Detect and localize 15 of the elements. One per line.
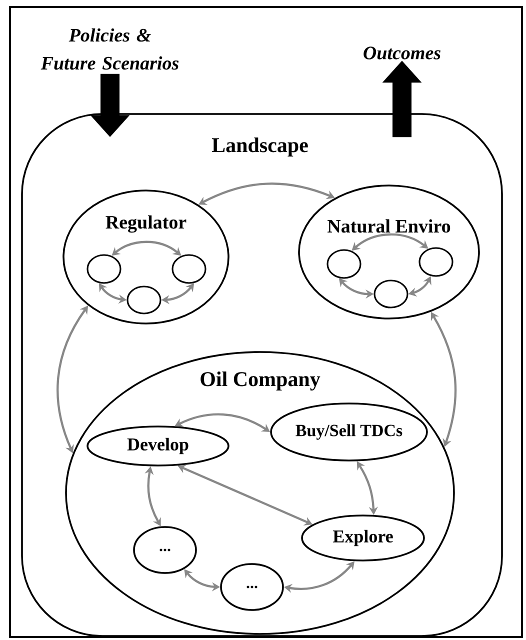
ellipse-node: ...	[133, 526, 197, 574]
ellipse-node: ...	[220, 563, 284, 611]
ellipse-node: Develop	[86, 426, 230, 466]
circle-node	[374, 280, 408, 308]
circle-node	[126, 286, 162, 314]
ellipse-node: Explore	[301, 514, 425, 562]
caption-text: Policies & Future Scenarios	[40, 28, 179, 70]
circle-node	[326, 249, 362, 279]
circle-node	[86, 254, 122, 284]
caption-text: Outcomes	[364, 46, 440, 60]
ellipse-node: Natural Enviro	[298, 184, 480, 320]
ellipse-node: Buy/Sell TDCs	[270, 402, 428, 462]
circle-node	[172, 254, 206, 284]
circle-node	[418, 247, 454, 277]
ellipse-node: Regulator	[62, 190, 230, 324]
